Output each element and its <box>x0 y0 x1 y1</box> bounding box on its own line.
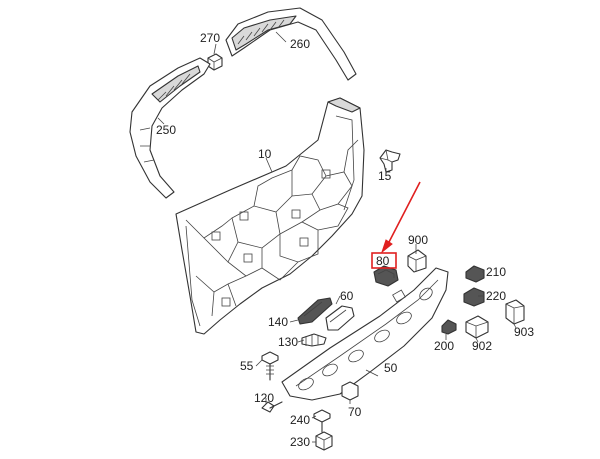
callout-10: 10 <box>258 147 272 161</box>
callout-80: 80 <box>376 254 390 268</box>
callout-220: 220 <box>486 289 506 303</box>
callout-903: 903 <box>514 325 534 339</box>
part-55-bolt[interactable] <box>261 351 279 381</box>
callout-900: 900 <box>408 233 428 247</box>
callout-140: 140 <box>268 315 288 329</box>
part-230-nut[interactable] <box>315 431 333 451</box>
part-220-connector[interactable] <box>463 287 485 307</box>
callout-70: 70 <box>348 405 362 419</box>
part-240-bolt[interactable] <box>313 409 331 433</box>
highlight-arrow <box>380 181 421 254</box>
callout-120: 120 <box>254 391 274 405</box>
part-80-switch[interactable] <box>373 265 399 287</box>
callout-60: 60 <box>340 289 354 303</box>
part-260-upper-trim[interactable] <box>225 7 357 81</box>
callout-240: 240 <box>290 413 310 427</box>
callout-210: 210 <box>486 265 506 279</box>
callout-260: 260 <box>290 37 310 51</box>
part-140-emblem-bar[interactable] <box>297 297 333 325</box>
part-130-screw[interactable] <box>301 333 327 347</box>
part-250-side-trim[interactable] <box>129 57 211 199</box>
callout-200: 200 <box>434 339 454 353</box>
callout-55: 55 <box>240 359 254 373</box>
callout-250: 250 <box>156 123 176 137</box>
part-270-clip[interactable] <box>207 53 223 71</box>
part-903-connector[interactable] <box>505 299 525 325</box>
part-50-lower-trim[interactable] <box>281 267 449 401</box>
part-15-push-clip[interactable] <box>379 149 401 173</box>
callout-130: 130 <box>278 335 298 349</box>
part-10-tailgate-panel[interactable] <box>175 97 365 335</box>
leader-lines <box>157 31 517 443</box>
part-200-plug[interactable] <box>441 319 457 335</box>
callout-50: 50 <box>384 361 398 375</box>
part-902-connector[interactable] <box>465 315 489 339</box>
part-70-clip[interactable] <box>341 381 359 401</box>
callout-902: 902 <box>472 339 492 353</box>
callout-15: 15 <box>378 169 392 183</box>
part-60-handle[interactable] <box>325 305 355 331</box>
part-210-connector[interactable] <box>465 265 485 283</box>
callout-270: 270 <box>200 31 220 45</box>
part-900-connector[interactable] <box>407 249 427 273</box>
callout-230: 230 <box>290 435 310 449</box>
highlight-box-80 <box>371 252 397 269</box>
